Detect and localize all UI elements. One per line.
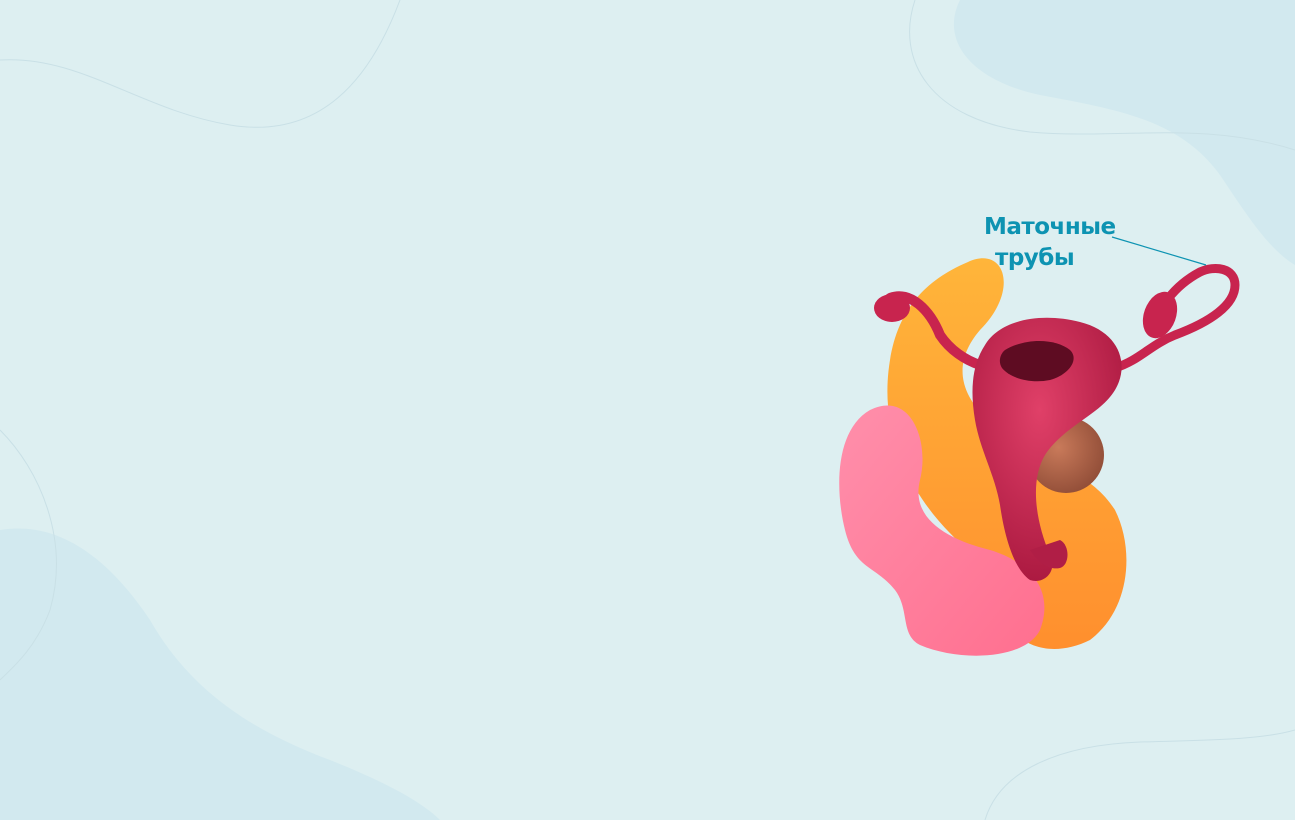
pink-blob xyxy=(839,405,1045,656)
right-fimbria xyxy=(1142,291,1178,339)
left-fimbria xyxy=(874,294,910,322)
background-shape-bottom-left xyxy=(0,528,440,820)
background-shape-top-right xyxy=(953,0,1295,265)
label-line-2: трубы xyxy=(995,245,1075,271)
uterus-cavity xyxy=(999,341,1074,382)
label-line-1: Маточные xyxy=(984,214,1116,240)
left-tube xyxy=(885,291,985,370)
uterus xyxy=(972,317,1122,581)
fallopian-tubes-label: Маточные трубы xyxy=(984,212,1124,274)
uterus-anatomy-illustration xyxy=(839,258,1240,656)
contour-line-top-left xyxy=(0,0,401,128)
contour-line-left xyxy=(0,429,57,681)
right-tube xyxy=(1110,264,1240,373)
contour-line-bottom-right xyxy=(984,729,1295,820)
cervix xyxy=(1030,540,1068,569)
contour-line-top-right xyxy=(909,0,1295,151)
